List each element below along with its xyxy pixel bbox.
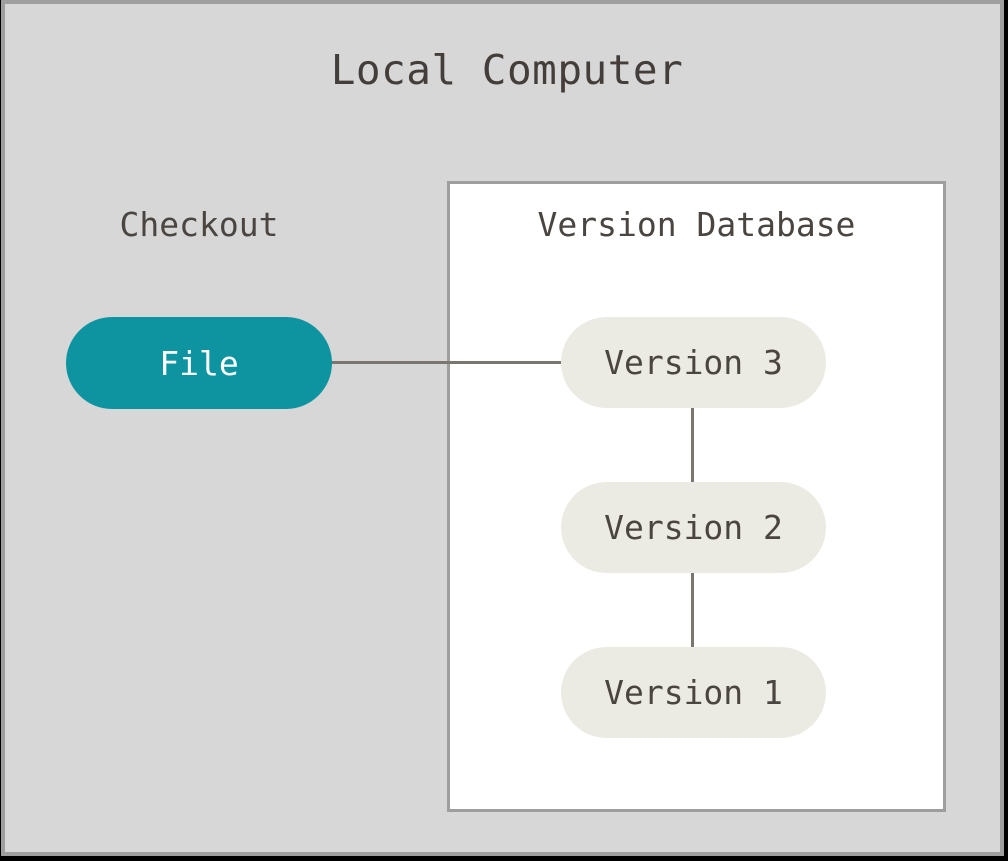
- node-version-2[interactable]: Version 2: [561, 482, 826, 573]
- edge-version-2-to-version-1: [691, 569, 694, 651]
- page-title: Local Computer: [330, 46, 684, 94]
- checkout-section-label: Checkout: [119, 205, 279, 244]
- edge-version-3-to-version-2: [691, 404, 694, 486]
- node-file[interactable]: File: [66, 317, 332, 409]
- version-database-label: Version Database: [537, 205, 856, 244]
- node-version-1[interactable]: Version 1: [561, 647, 826, 738]
- edge-file-to-version-3: [327, 361, 567, 364]
- node-version-3[interactable]: Version 3: [561, 317, 826, 408]
